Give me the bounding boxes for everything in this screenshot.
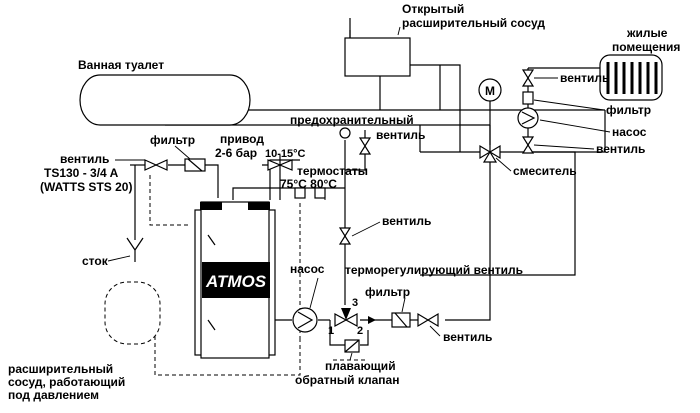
filter-bottom <box>391 312 411 328</box>
label-valve-left-3: (WATTS STS 20) <box>40 180 132 194</box>
bath-radiator <box>79 74 251 126</box>
label-thermo-valve: терморегулирующий вентиль <box>345 263 523 277</box>
pressure-expansion-vessel <box>104 281 161 345</box>
label-pump-right: насос <box>612 125 647 139</box>
safety-valve <box>339 127 372 155</box>
label-living-1: жилые <box>626 26 668 40</box>
label-valve-mid: вентиль <box>382 214 431 228</box>
label-pump-bottom: насос <box>290 262 325 276</box>
label-bath: Ванная туалет <box>78 58 164 72</box>
valve-mid <box>338 227 352 245</box>
label-valve-left-1: вентиль <box>60 152 109 166</box>
label-drive-1: привод <box>220 132 264 146</box>
thermo-valve: 1 2 3 <box>328 297 376 337</box>
label-thermostats-2: 75°C 80°C <box>280 177 337 191</box>
valve-left <box>144 159 168 171</box>
port-1: 1 <box>328 325 334 337</box>
motor: M <box>478 78 502 145</box>
boiler-brand: ATMOS <box>205 272 267 291</box>
thermostats <box>294 187 326 199</box>
mixer-valve <box>479 144 501 163</box>
label-safety-1: предохранительный <box>290 113 414 127</box>
label-mixer: смеситель <box>513 164 577 178</box>
label-expansion-pressure-3: под давлением <box>8 388 99 402</box>
pump-right <box>517 107 539 129</box>
label-filter-left: фильтр <box>150 133 195 147</box>
drain <box>126 237 144 262</box>
port-2: 2 <box>357 325 363 337</box>
label-filter-right: фильтр <box>606 103 651 117</box>
label-valve-bottom: вентиль <box>443 330 492 344</box>
living-radiator <box>599 54 663 101</box>
filter-right <box>522 91 534 105</box>
label-float-valve-2: обратный клапан <box>295 373 399 387</box>
boiler: ATMOS <box>194 201 276 359</box>
drive-valve <box>267 155 293 171</box>
valve-right <box>521 136 535 154</box>
label-living-2: помещения <box>612 40 680 54</box>
label-expansion-open-2: расширительный сосуд <box>402 16 545 30</box>
valve-top-right <box>521 69 535 87</box>
label-expansion-pressure-1: расширительный <box>8 362 113 376</box>
motor-label: M <box>485 84 495 98</box>
label-valve-left-2: TS130 - 3/4 A <box>44 166 119 180</box>
label-drive-2: 2-6 бар <box>215 146 257 160</box>
port-3: 3 <box>352 297 358 309</box>
label-safety-2: вентиль <box>376 128 425 142</box>
open-expansion-tank <box>344 18 411 77</box>
label-thermostats-1: термостаты <box>297 164 368 178</box>
label-drain: сток <box>82 254 109 268</box>
filter-left <box>184 158 206 172</box>
label-temp-range: 10-15°C <box>265 148 306 160</box>
valve-bottom <box>417 312 439 328</box>
label-filter-bottom: фильтр <box>365 285 410 299</box>
float-check-valve <box>344 339 360 353</box>
label-valve-right: вентиль <box>596 142 645 156</box>
pump-bottom <box>292 307 318 333</box>
label-expansion-open-1: Открытый <box>402 2 464 16</box>
label-valve-top: вентиль <box>560 71 609 85</box>
label-float-valve-1: плавающий <box>325 359 396 373</box>
label-expansion-pressure-2: сосуд, работающий <box>8 375 125 389</box>
